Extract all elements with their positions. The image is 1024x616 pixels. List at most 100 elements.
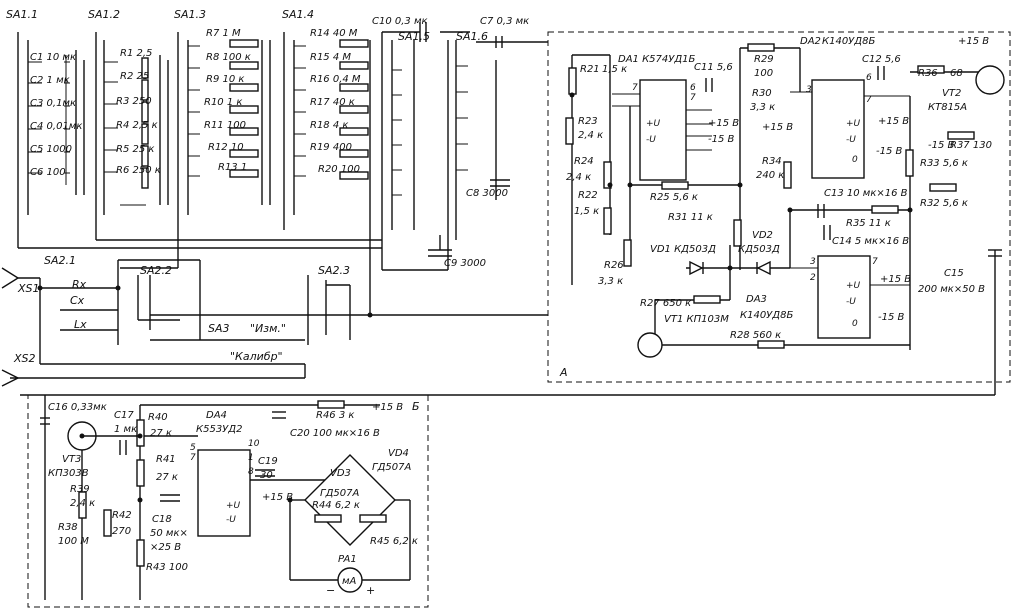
label-r26: R26 xyxy=(604,260,624,271)
main-resistor-labels: R21 1,5 к R23 2,4 к R24 2,4 к R22 1,5 к … xyxy=(58,54,992,573)
label-c1: C1 10 мк xyxy=(30,52,76,63)
chip-da2 xyxy=(790,79,910,179)
label-r38-value: 100 М xyxy=(58,536,89,547)
supply-labels: +15 В -15 В +15 В +15 В -15 В -15 В +15 … xyxy=(262,36,989,503)
block-a-frame xyxy=(547,31,1011,383)
label-da2-plus15: +15 В xyxy=(878,116,909,127)
label-r34: R34 xyxy=(762,156,782,167)
pin-da3-minusu: -U xyxy=(846,297,856,307)
label-r29: R29 xyxy=(754,54,774,65)
pin-da2-3: 3 xyxy=(806,85,812,95)
label-sa2-1: SA2.1 xyxy=(44,254,76,267)
label-c19-value: 30 xyxy=(260,470,273,481)
pin-labels: 7 6 7 +U -U +U -U 0 6 7 3 3 2 7 +U -U 0 … xyxy=(190,73,878,525)
label-r4: R4 2,5 к xyxy=(116,120,158,131)
label-r30: R30 xyxy=(752,88,772,99)
label-r22-value: 1,5 к xyxy=(574,206,599,217)
connector-xs2[interactable] xyxy=(1,369,20,387)
label-r38: R38 xyxy=(58,522,78,533)
label-da4-type: К553УД2 xyxy=(196,424,242,435)
label-vt1: VT1 КП103М xyxy=(664,314,729,325)
label-r21-value: 1,5 к xyxy=(602,64,627,75)
label-r15: R15 4 М xyxy=(310,52,351,63)
label-sa1-3: SA1.3 xyxy=(174,8,206,21)
pin-da2-plusu: +U xyxy=(846,119,861,129)
label-r21: R21 xyxy=(580,64,600,75)
pin-da1-plusu: +U xyxy=(646,119,661,129)
label-r46: R46 3 к xyxy=(316,410,354,421)
label-da4-plus15: +15 В xyxy=(262,492,293,503)
label-pa1: PA1 xyxy=(338,554,357,565)
label-da3-minus15: -15 В xyxy=(878,312,905,323)
label-r39-value: 2,4 к xyxy=(70,498,95,509)
label-izm: "Изм." xyxy=(250,322,286,335)
label-minus15-right: -15 В xyxy=(928,140,955,151)
label-vt3: VT3 xyxy=(62,454,81,465)
label-r31: R31 11 к xyxy=(668,212,713,223)
label-da3-type: К140УД8Б xyxy=(740,310,793,321)
label-c14: C14 5 мк×16 В xyxy=(832,236,909,247)
label-r29-value: 100 xyxy=(754,68,773,79)
label-r24: R24 xyxy=(574,156,594,167)
label-r10: R10 1 к xyxy=(204,97,242,108)
label-vd3: VD3 xyxy=(330,468,351,479)
label-c16: C16 0,33мк xyxy=(48,402,107,413)
block-a-components xyxy=(565,43,1005,358)
label-c9: C9 3000 xyxy=(444,258,486,269)
pin-da2-minusu: -U xyxy=(846,135,856,145)
label-r23: R23 xyxy=(578,116,598,127)
label-r17: R17 40 к xyxy=(310,97,355,108)
label-r22: R22 xyxy=(578,190,598,201)
label-r19: R19 400 xyxy=(310,142,352,153)
label-r8: R8 100 к xyxy=(206,52,251,63)
label-vd2-type: КД503Д xyxy=(738,244,780,255)
pin-da1-6: 6 xyxy=(690,83,696,93)
label-sa1-2: SA1.2 xyxy=(88,8,120,21)
label-da1-plus15: +15 В xyxy=(708,118,739,129)
label-r33: R33 5,6 к xyxy=(920,158,968,169)
label-c6: C6 100 xyxy=(30,167,66,178)
label-c19: C19 xyxy=(258,456,278,467)
label-da1-minus15: -15 В xyxy=(708,134,735,145)
label-r11: R11 100 xyxy=(204,120,246,131)
label-sa1-1: SA1.1 xyxy=(6,8,38,21)
label-c4: C4 0,01мк xyxy=(30,121,82,132)
label-da3-plus15: +15 В xyxy=(880,274,911,285)
pin-da4-4: 7 xyxy=(190,453,196,463)
label-c18-voltage: ×25 В xyxy=(150,542,181,553)
label-lx: Lx xyxy=(74,318,87,331)
label-r41-value: 27 к xyxy=(156,472,178,483)
label-da4: DA4 xyxy=(206,410,227,421)
label-r43: R43 100 xyxy=(146,562,188,573)
pin-da3-2: 2 xyxy=(810,273,816,283)
range-resistor-bodies xyxy=(64,39,369,189)
pin-da4-1: 1 xyxy=(248,453,254,463)
label-sa1-4: SA1.4 xyxy=(282,8,314,21)
label-da2-type: К140УД8Б xyxy=(822,36,875,47)
label-r20: R20 100 xyxy=(318,164,360,175)
label-pa1-minus: − xyxy=(326,584,335,597)
pin-da2-0: 0 xyxy=(852,155,858,165)
label-r25: R25 5,6 к xyxy=(650,192,698,203)
label-c3: C3 0,1мк xyxy=(30,98,76,109)
label-vt3-type: КП303В xyxy=(48,468,89,479)
connector-xs1[interactable] xyxy=(1,267,20,289)
label-vt2: VT2 xyxy=(942,88,961,99)
block-a-wires xyxy=(571,47,980,350)
label-r9: R9 10 к xyxy=(206,74,244,85)
label-r13: R13 1 xyxy=(218,162,247,173)
pin-da3-plusu: +U xyxy=(846,281,861,291)
label-c11: C11 5,6 xyxy=(694,62,733,73)
label-r41: R41 xyxy=(156,454,176,465)
label-c12: C12 5,6 xyxy=(862,54,901,65)
block-b-components xyxy=(40,395,411,600)
pin-da4-plusu: +U xyxy=(226,501,241,511)
label-r27: R27 650 к xyxy=(640,298,691,309)
label-r12: R12 10 xyxy=(208,142,244,153)
label-vd4-type: ГД507А xyxy=(372,462,411,473)
label-da3: DA3 xyxy=(746,294,767,305)
label-vt2-type: КТ815А xyxy=(928,102,967,113)
chip-da4 xyxy=(197,449,251,537)
semiconductor-labels: VD1 КД503Д VD2 КД503Д VT1 КП103М VT2 КТ8… xyxy=(48,88,967,587)
